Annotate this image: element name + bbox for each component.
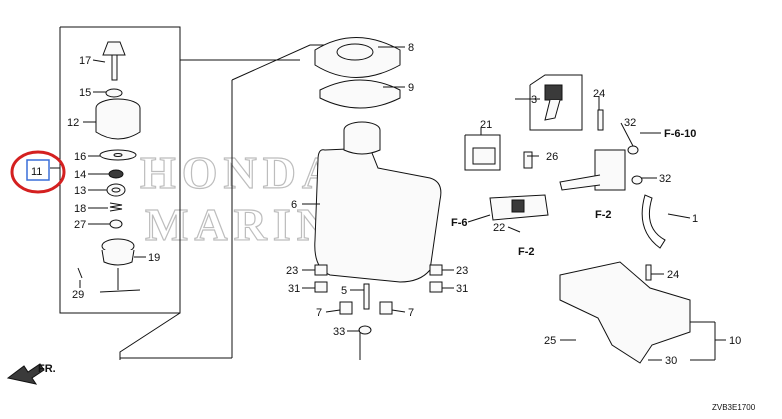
callout-15: 15 (79, 87, 91, 99)
callout-25: 25 (544, 335, 556, 347)
callout-33: 33 (333, 326, 345, 338)
callout-30: 30 (665, 355, 677, 367)
callout-f-2-right: F-2 (595, 209, 612, 221)
callout-11-box (26, 159, 50, 181)
tank-frame (120, 44, 361, 360)
cap-parts (77, 41, 141, 293)
callout-1: 1 (692, 213, 698, 225)
callout-13: 13 (74, 185, 86, 197)
callout-18: 18 (74, 203, 86, 215)
front-indicator-label: FR. (38, 363, 56, 375)
callout-19: 19 (148, 252, 160, 264)
callout-29: 29 (72, 289, 84, 301)
callout-32-right: 32 (659, 173, 671, 185)
callout-8: 8 (408, 42, 414, 54)
callout-labels: 17 15 12 16 14 13 18 27 19 29 11 8 9 6 3… (10, 42, 741, 367)
callout-16: 16 (74, 151, 86, 163)
callout-21: 21 (480, 119, 492, 131)
callout-9: 9 (408, 82, 414, 94)
fuel-cock-parts (6, 74, 691, 385)
callout-24-top: 24 (593, 88, 605, 100)
highlighted-callout-11: 11 (10, 150, 66, 194)
callout-24-bottom: 24 (667, 269, 679, 281)
callout-23-left: 23 (286, 265, 298, 277)
callout-12: 12 (67, 117, 79, 129)
callout-10: 10 (729, 335, 741, 347)
callout-26: 26 (546, 151, 558, 163)
callout-6: 6 (291, 199, 297, 211)
highlight-ring (10, 150, 66, 194)
callout-23-right: 23 (456, 265, 468, 277)
callout-32-top: 32 (624, 117, 636, 129)
callout-f-6-10: F-6-10 (664, 128, 696, 140)
callout-22: 22 (493, 222, 505, 234)
callout-7-left: 7 (316, 307, 322, 319)
callout-3: 3 (531, 94, 537, 106)
catalog-code: ZVB3E1700 (712, 403, 756, 412)
callout-14: 14 (74, 169, 86, 181)
cap-group-frame (50, 26, 300, 360)
callout-31-left: 31 (288, 283, 300, 295)
callout-27: 27 (74, 219, 86, 231)
callout-7-right: 7 (408, 307, 414, 319)
callout-31-right: 31 (456, 283, 468, 295)
fuel-tank (314, 37, 442, 283)
callout-11: 11 (31, 166, 42, 178)
callout-17: 17 (79, 55, 91, 67)
callout-f-6: F-6 (451, 217, 468, 229)
callout-5: 5 (341, 285, 347, 297)
callout-f-2-left: F-2 (518, 246, 535, 258)
watermark-line-1: HONDA (140, 147, 341, 198)
leader-lines (79, 46, 726, 361)
